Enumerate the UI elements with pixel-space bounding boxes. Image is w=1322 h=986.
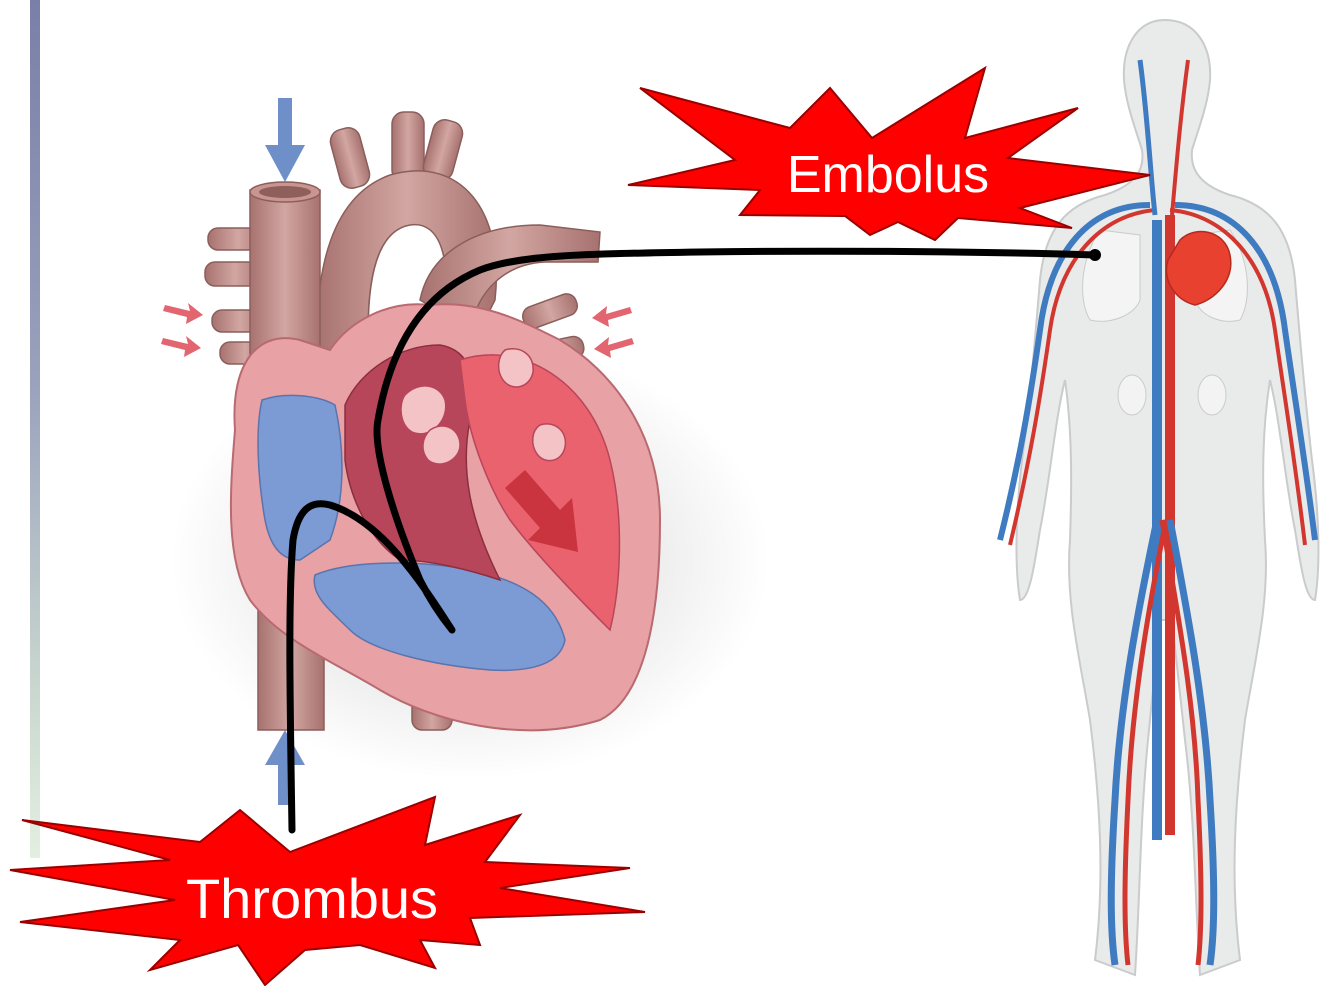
thrombus-callout: Thrombus xyxy=(10,797,645,985)
embolus-endpoint-dot xyxy=(1089,249,1101,261)
inflow-arrow-bottom-icon xyxy=(265,730,305,805)
heart-illustration xyxy=(161,98,770,805)
embolus-label: Embolus xyxy=(787,146,989,204)
thrombus-label: Thrombus xyxy=(186,867,438,930)
inflow-arrow-top-icon xyxy=(265,98,305,182)
right-atrium xyxy=(258,395,342,560)
